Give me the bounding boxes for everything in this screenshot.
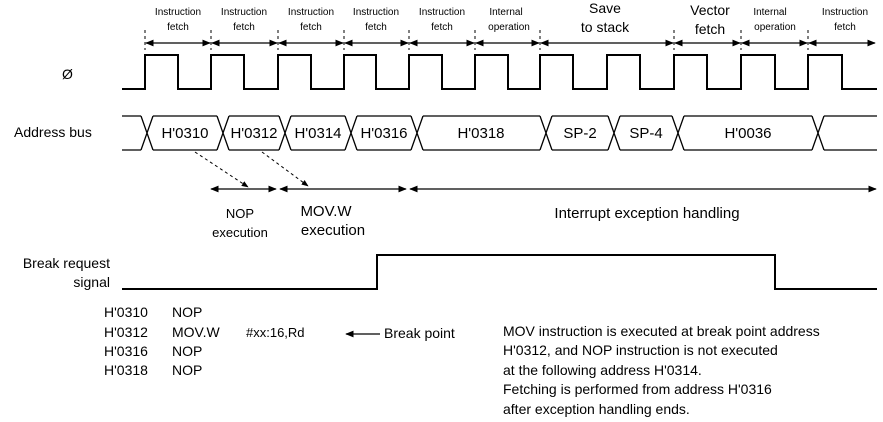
program-address: H'0310 [104, 304, 148, 320]
nop-execution-line2: execution [212, 225, 268, 240]
clock-label: Ø [62, 66, 73, 82]
phase-label-5-line2: fetch [431, 22, 453, 33]
phase-label-8-line1: Vector [690, 2, 730, 18]
program-opcode: NOP [172, 362, 202, 378]
bus-value-4: H'0316 [360, 125, 407, 142]
program-line: H'0318 NOP [104, 362, 202, 378]
bus-value-7: SP-4 [629, 125, 662, 142]
phase-label-7-line2: to stack [581, 19, 630, 35]
phase-label-5-line1: Instruction [419, 7, 465, 18]
fetch-to-execution-pointers [194, 151, 309, 188]
program-address: H'0318 [104, 362, 148, 378]
break-point-label: Break point [384, 325, 455, 341]
phase-label-2-line2: fetch [233, 22, 255, 33]
address-bus-waveform [122, 115, 877, 151]
phase-label-3-line1: Instruction [288, 7, 334, 18]
note-line-3: at the following address H'0314. [503, 362, 702, 378]
phase-label-4-line2: fetch [365, 22, 387, 33]
phase-label-10-line2: fetch [834, 22, 856, 33]
bus-value-8: H'0036 [724, 125, 771, 142]
mov-execution-line2: execution [301, 222, 365, 239]
address-bus-label: Address bus [14, 124, 92, 140]
program-address: H'0316 [104, 343, 148, 359]
phase-label-9-line2: operation [754, 22, 796, 33]
phase-label-6-line1: Internal [489, 7, 522, 18]
clock-waveform [122, 54, 877, 90]
notes: MOV instruction is executed at break poi… [503, 323, 820, 417]
phase-label-6-line2: operation [488, 22, 530, 33]
program-operand: #xx:16,Rd [246, 325, 305, 340]
note-line-5: after exception handling ends. [503, 401, 690, 417]
phase-label-3-line2: fetch [300, 22, 322, 33]
nop-execution-line1: NOP [226, 206, 254, 221]
program-line: H'0316 NOP [104, 343, 202, 359]
bus-value-3: H'0314 [294, 125, 341, 142]
break-request-label-line1: Break request [23, 255, 110, 271]
phase-label-8-line2: fetch [695, 21, 725, 37]
phase-label-7-line1: Save [589, 0, 621, 16]
program-opcode: NOP [172, 304, 202, 320]
phase-label-4-line1: Instruction [353, 7, 399, 18]
mov-execution-line1: MOV.W [300, 203, 352, 220]
phase-label-1-line2: fetch [167, 22, 189, 33]
program-listing: H'0310 NOP H'0312 MOV.W #xx:16,Rd H'0316… [104, 304, 305, 378]
bus-value-5: H'0318 [457, 125, 504, 142]
phase-label-2-line1: Instruction [221, 7, 267, 18]
program-line: H'0312 MOV.W #xx:16,Rd [104, 324, 305, 340]
bus-value-6: SP-2 [563, 125, 596, 142]
bus-value-2: H'0312 [230, 125, 277, 142]
phase-label-1-line1: Instruction [155, 7, 201, 18]
address-bus-values: H'0310 H'0312 H'0314 H'0316 H'0318 SP-2 … [161, 125, 771, 142]
phase-label-9-line1: Internal [753, 7, 786, 18]
note-line-1: MOV instruction is executed at break poi… [503, 323, 820, 339]
note-line-4: Fetching is performed from address H'031… [503, 381, 772, 397]
phase-headers: Instruction fetch Instruction fetch Inst… [155, 0, 868, 37]
break-request-waveform [122, 254, 877, 290]
note-line-2: H'0312, and NOP instruction is not execu… [503, 342, 778, 358]
phase-label-10-line1: Instruction [822, 7, 868, 18]
break-request-label-line2: signal [73, 274, 110, 290]
bus-value-1: H'0310 [161, 125, 208, 142]
interrupt-handling-label: Interrupt exception handling [554, 205, 739, 222]
program-opcode: NOP [172, 343, 202, 359]
program-line: H'0310 NOP [104, 304, 202, 320]
program-address: H'0312 [104, 324, 148, 340]
program-opcode: MOV.W [172, 324, 220, 340]
